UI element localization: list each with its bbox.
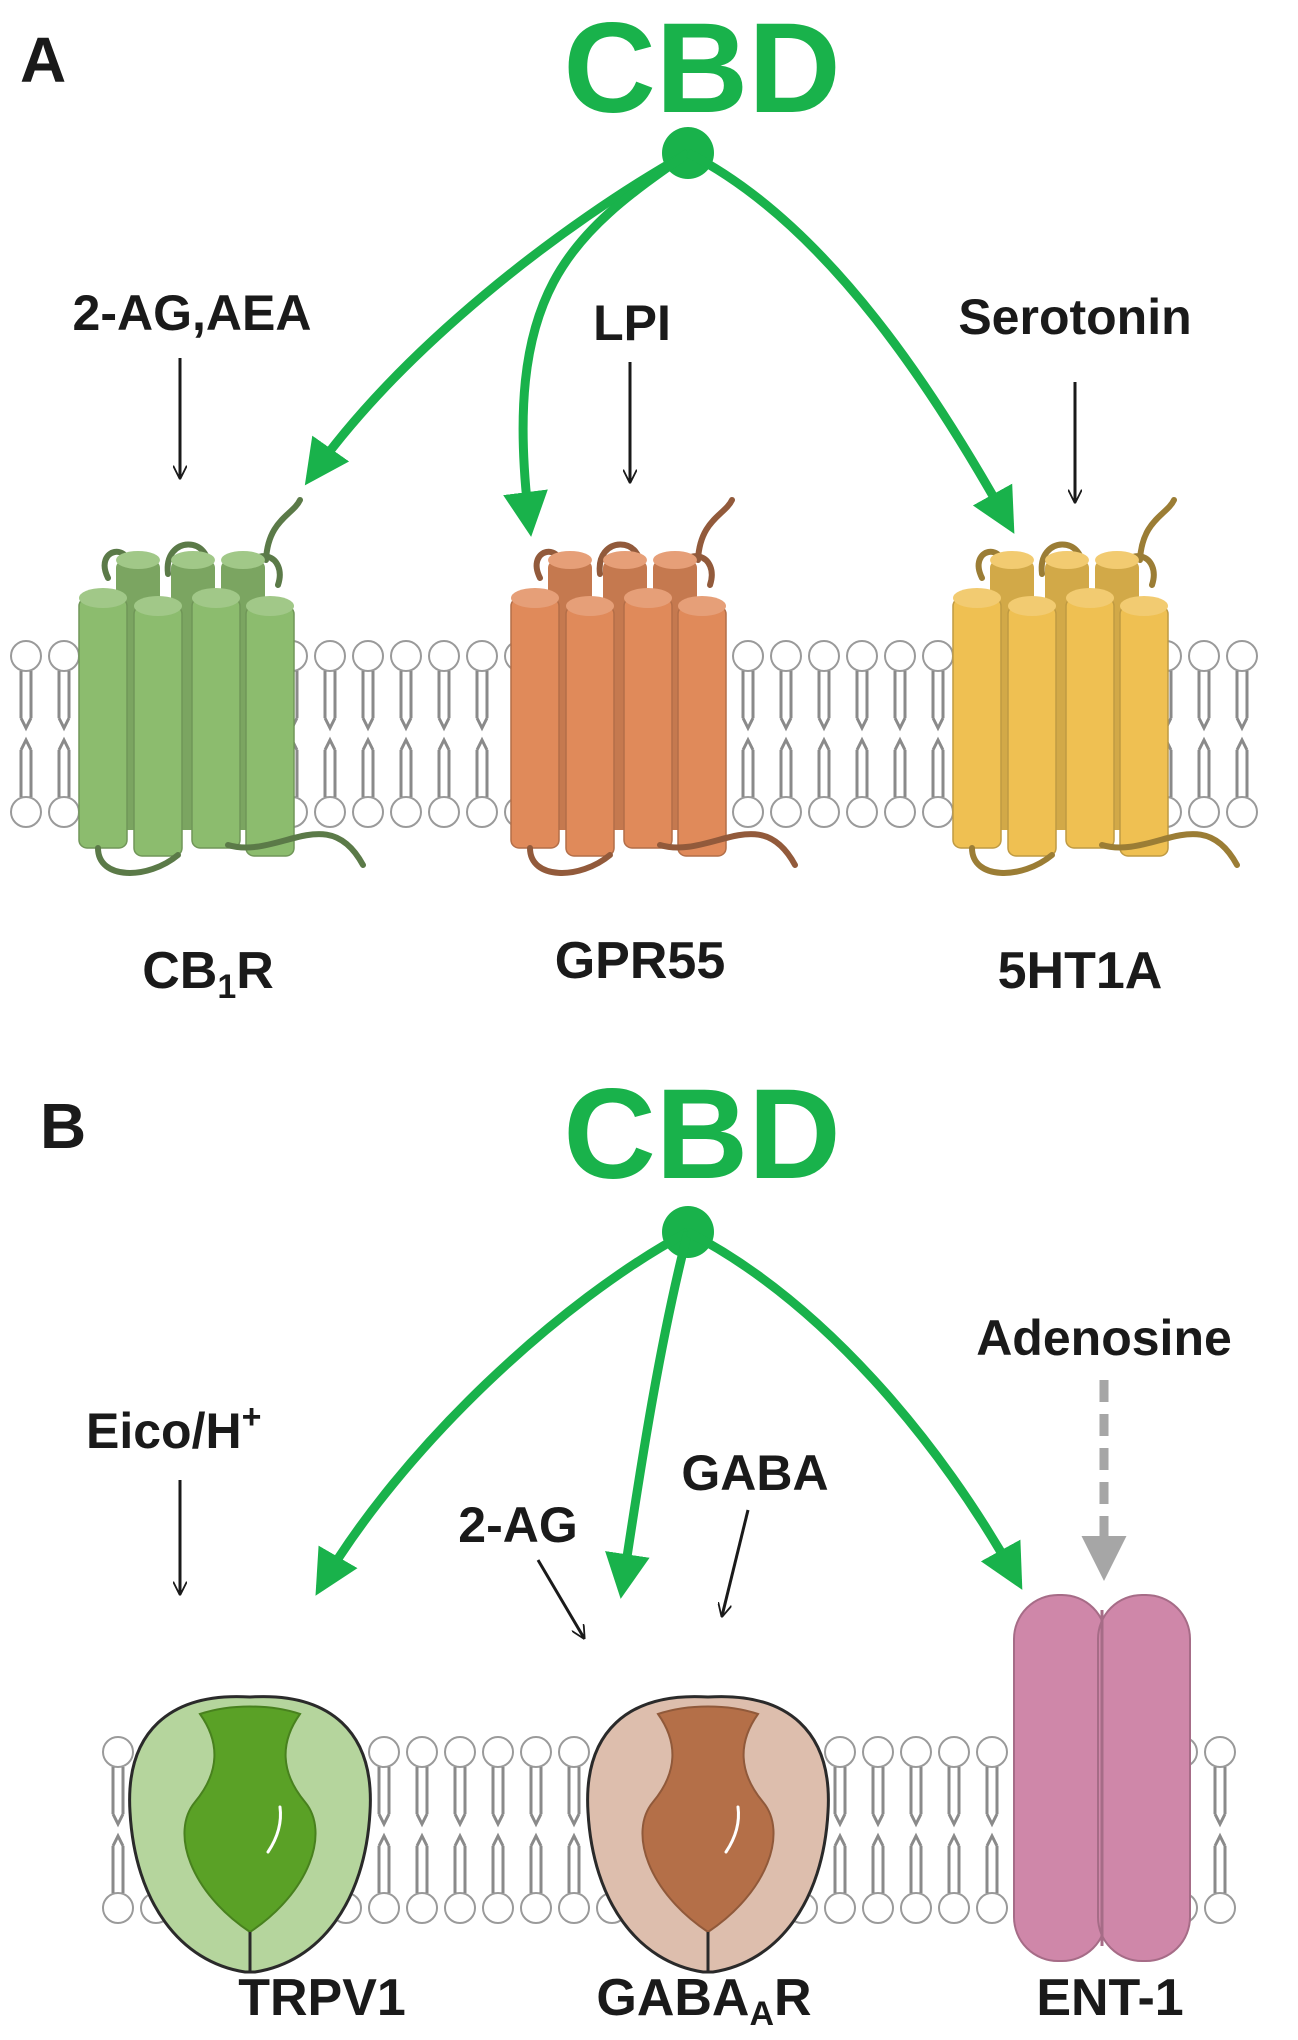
ent1-ligand-label: Adenosine (976, 1310, 1232, 1366)
gabaar-label: GABAAR (596, 1969, 811, 2033)
panel-b: B CBD Eico/H+ 2-AG GABA Adenosine TRPV1 … (40, 1063, 1236, 2033)
ent1-subunit (1097, 1594, 1191, 1962)
gpr55-ligand-label: LPI (593, 295, 671, 351)
gpr55-helix (623, 597, 673, 849)
ent1-transporter-icon (1013, 1594, 1191, 1962)
ht1a-helix (1007, 605, 1057, 857)
gpr55-helix (677, 605, 727, 857)
panel-a: A CBD 2-AG,AEA LPI Serotonin CB1R GPR55 … (10, 0, 1258, 1006)
ht1a-helix (1065, 597, 1115, 849)
gabaar-channel-icon (586, 1695, 830, 1974)
gpr55-helix (565, 605, 615, 857)
gpr55-receptor-icon (510, 497, 798, 876)
gabaar-pore (641, 1705, 775, 1934)
cbd-to-gabaar-arrow (605, 1230, 693, 1599)
cbd-to-gpr55-arrow (503, 149, 691, 537)
gpr55-helix (510, 597, 560, 849)
cb1r-receptor-icon (78, 497, 366, 876)
panel-b-cbd-label: CBD (563, 1063, 840, 1206)
gaba-arrow (722, 1509, 750, 1616)
panel-a-letter: A (20, 24, 66, 96)
ht1a-loop (1137, 497, 1177, 563)
trpv1-pore (183, 1705, 317, 1934)
gabaar-gaba-label: GABA (681, 1445, 828, 1501)
cb1r-helix (78, 597, 128, 849)
ht1a-helix (1119, 605, 1169, 857)
gpr55-loop (695, 497, 735, 563)
cb1r-helix (133, 605, 183, 857)
cb1r-ligand-label: 2-AG,AEA (73, 285, 312, 341)
cb1r-loop (263, 497, 303, 563)
ht1a-ligand-label: Serotonin (958, 289, 1191, 345)
cbd-to-cb1r-arrow (304, 149, 691, 486)
cbd-to-trpv1-arrow (315, 1228, 691, 1596)
ent1-subunit (1013, 1594, 1107, 1962)
ht1a-helix (952, 597, 1002, 849)
ent1-label: ENT-1 (1036, 1969, 1183, 2027)
trpv1-ligand-label: Eico/H+ (86, 1398, 261, 1459)
ht1a-label: 5HT1A (998, 942, 1163, 1000)
ht1a-receptor-icon (952, 497, 1240, 876)
panel-a-cbd-label: CBD (563, 0, 840, 140)
panel-b-letter: B (40, 1090, 86, 1162)
cb1r-label: CB1R (142, 942, 274, 1006)
gabaar-2ag-label: 2-AG (458, 1497, 577, 1553)
cb1r-helix (191, 597, 241, 849)
cb1r-helix (245, 605, 295, 857)
gpr55-label: GPR55 (555, 932, 726, 990)
trpv1-channel-icon (128, 1695, 372, 1974)
trpv1-label: TRPV1 (238, 1969, 406, 2027)
cbd-to-ent1-arrow (685, 1228, 1023, 1590)
cbd-to-ht1a-arrow (685, 148, 1015, 534)
two-ag-arrow (536, 1559, 584, 1638)
